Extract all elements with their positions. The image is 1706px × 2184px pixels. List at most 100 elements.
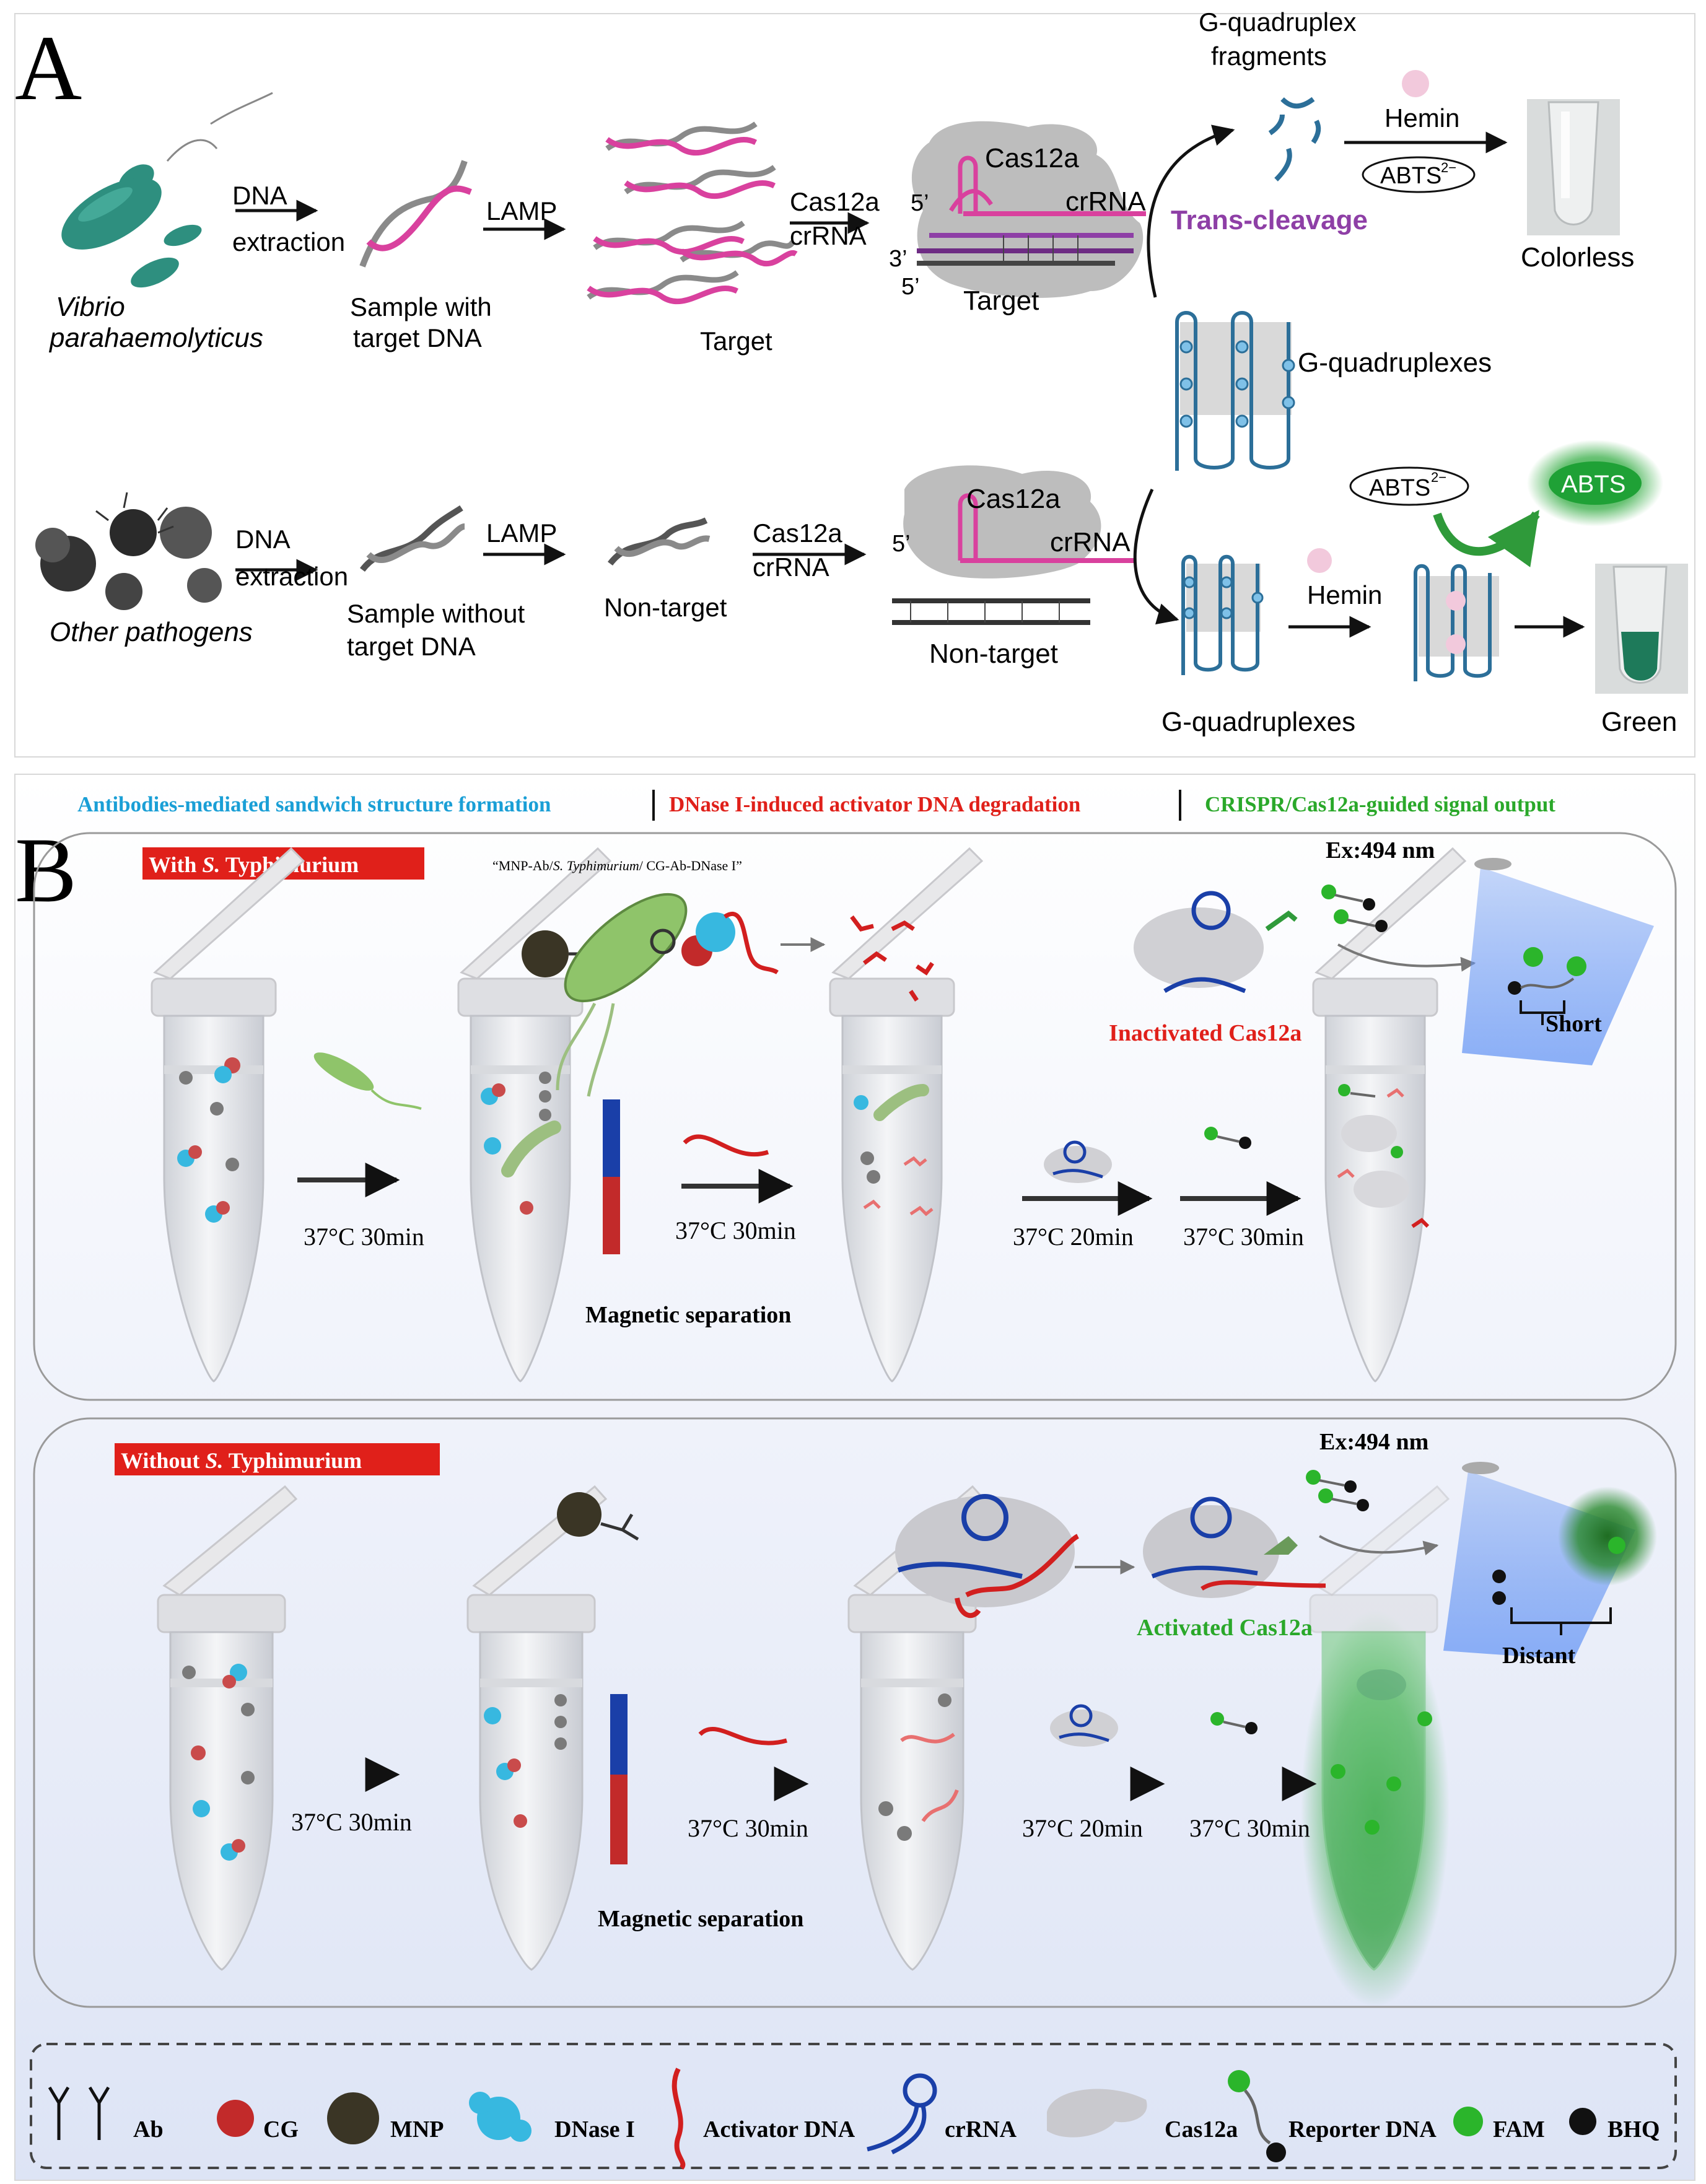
legend-crrna-label: crRNA — [945, 2116, 1017, 2143]
short-label: Short — [1546, 1011, 1602, 1037]
with-typhimurium-box: With S. Typhimurium — [33, 832, 1677, 1401]
legend-ab-label: Ab — [133, 2116, 164, 2143]
legend-activator-label: Activator DNA — [703, 2116, 855, 2143]
step-lamp-bottom: LAMP — [486, 518, 557, 548]
without-title: Without S. Typhimurium — [121, 1448, 362, 1473]
legend-bhq-icon — [1569, 2108, 1596, 2135]
inactivated-cas12a-icon — [1134, 891, 1298, 994]
complex-crrna-label-top: crRNA — [1065, 186, 1146, 217]
distant-fluorescence-glow — [1558, 1487, 1657, 1586]
legend-cg-icon — [217, 2100, 254, 2137]
legend-dnase-label: DNase I — [554, 2116, 635, 2143]
legend-activator-icon — [671, 2068, 686, 2170]
reporter-dna-free-with — [1321, 885, 1388, 932]
organism-vibrio-line1: Vibrio — [56, 292, 125, 322]
fragments-line1: G-quadruplex — [1199, 7, 1356, 37]
complex-five-prime-top: 5’ — [911, 190, 929, 216]
step-cas12a-bottom-line2: crRNA — [753, 553, 829, 582]
step-dna-bottom-line1: DNA — [235, 525, 291, 554]
activated-cas12a-label: Activated Cas12a — [1137, 1615, 1313, 1641]
reporter-mini-with — [1204, 1127, 1251, 1149]
panel-a-letter: A — [15, 17, 82, 120]
abts-in-charge: 2− — [1431, 470, 1446, 485]
complex-nontarget-label: Non-target — [929, 639, 1058, 669]
abts-in-label: ABTS — [1369, 475, 1430, 501]
step-cas12a-top-line1: Cas12a — [790, 187, 880, 216]
magnetic-separation-with: Magnetic separation — [585, 1302, 791, 1328]
organism-other: Other pathogens — [50, 617, 253, 647]
legend-ab-icon — [48, 2086, 110, 2140]
trans-cleavage-label: Trans-cleavage — [1171, 205, 1368, 235]
step-cas12a-bottom-line1: Cas12a — [753, 518, 842, 548]
organism-vibrio-line2: parahaemolyticus — [48, 323, 263, 353]
step4-label-without: 37°C 30min — [1189, 1814, 1310, 1842]
step-dna-bottom-line2: extraction — [235, 562, 348, 591]
cas12a-activator-complex-icon — [895, 1494, 1080, 1618]
abts-out-oval — [1549, 461, 1642, 505]
reporter-mini-without — [1210, 1712, 1258, 1734]
magnet-south-without — [610, 1775, 628, 1864]
complex-three-prime: 3’ — [889, 246, 908, 272]
distant-reporter-fluorescence — [1492, 1537, 1625, 1635]
tube-1-particles — [177, 1057, 240, 1223]
abts-charge-top: 2− — [1441, 160, 1456, 175]
header-stage-dnase: DNase I-induced activator DNA degradatio… — [669, 792, 1080, 816]
sample-with-line2: target DNA — [353, 323, 482, 352]
arrow-abts-oxidation — [1433, 510, 1540, 567]
panel-b: B Antibodies-mediated sandwich structure… — [14, 774, 1695, 2181]
tube-3-with — [829, 847, 984, 1382]
without-typhimurium-box: Without S. Typhimurium — [33, 1417, 1677, 2008]
tube-2-particles — [481, 1072, 561, 1215]
tube-4-with — [1312, 847, 1467, 1382]
nontarget-label: Non-target — [604, 593, 727, 622]
activator-dna-icon-without — [698, 1726, 787, 1745]
sample-dna-helix-icon — [359, 160, 472, 268]
cas12a-nontarget-complex-icon — [892, 465, 1134, 625]
step-dna-top-line2: extraction — [232, 227, 345, 256]
step1-label-without: 37°C 30min — [291, 1808, 412, 1836]
tube-1-with — [151, 847, 305, 1382]
distant-label: Distant — [1502, 1643, 1576, 1669]
tube-3-particles-without — [878, 1693, 959, 1841]
hemin-label-bottom: Hemin — [1307, 580, 1382, 609]
sample-without-line2: target DNA — [347, 632, 476, 661]
hemin-icon-top — [1402, 70, 1429, 97]
tube-3-particles — [854, 1084, 934, 1216]
hemin-label-top: Hemin — [1384, 103, 1459, 133]
g-quadruplexes-label-mid: G-quadruplexes — [1298, 347, 1492, 378]
amplified-target-label: Target — [700, 326, 772, 356]
sandwich-complex-icon — [522, 893, 779, 1097]
header-stage-sandwich: Antibodies-mediated sandwich structure f… — [77, 792, 551, 816]
crrna-cas12a-mini-with — [1044, 1140, 1112, 1183]
with-title: With S. Typhimurium — [149, 852, 359, 877]
legend-bhq-label: BHQ — [1608, 2116, 1660, 2143]
panel-b-letter: B — [15, 819, 77, 922]
sample-without-line1: Sample without — [347, 599, 525, 628]
abts-oval-bottom — [1349, 466, 1469, 506]
tube-1-particles-without — [182, 1664, 255, 1861]
cas12a-target-complex-icon — [911, 121, 1146, 298]
complex-five-prime-bottom-row: 5’ — [892, 531, 911, 557]
tube-4-particles-without — [1331, 1669, 1432, 1835]
magnetic-separation-without: Magnetic separation — [598, 1906, 803, 1932]
ex-label-without: Ex:494 nm — [1319, 1429, 1428, 1455]
mnp-ab-icon-without — [557, 1492, 601, 1537]
tube-1-without — [157, 1485, 298, 1971]
activator-dna-icon-with — [683, 1134, 769, 1157]
magnet-south-with — [603, 1177, 620, 1254]
other-pathogens-icon — [35, 492, 222, 610]
abts-oval-top — [1362, 156, 1476, 193]
tube-4-particles — [1337, 1084, 1430, 1228]
step-lamp-top: LAMP — [486, 196, 557, 225]
g-quadruplex-hemin-complex-icon — [1414, 564, 1499, 681]
legend-mnp-label: MNP — [390, 2116, 444, 2143]
legend-reporter-label: Reporter DNA — [1288, 2116, 1437, 2143]
panel-a: A Vibrio parahaemolyticus DNA extraction… — [14, 7, 1695, 758]
sample-with-line1: Sample with — [350, 292, 492, 321]
step-cas12a-top-line2: crRNA — [790, 221, 867, 250]
legend-mnp-icon — [327, 2092, 379, 2144]
complex-crrna-label-bottom: crRNA — [1050, 527, 1131, 557]
legend-cg-label: CG — [263, 2116, 299, 2143]
legend-dnase-icon — [469, 2092, 531, 2142]
g-quadruplexes-icon-bottom — [1181, 554, 1264, 675]
